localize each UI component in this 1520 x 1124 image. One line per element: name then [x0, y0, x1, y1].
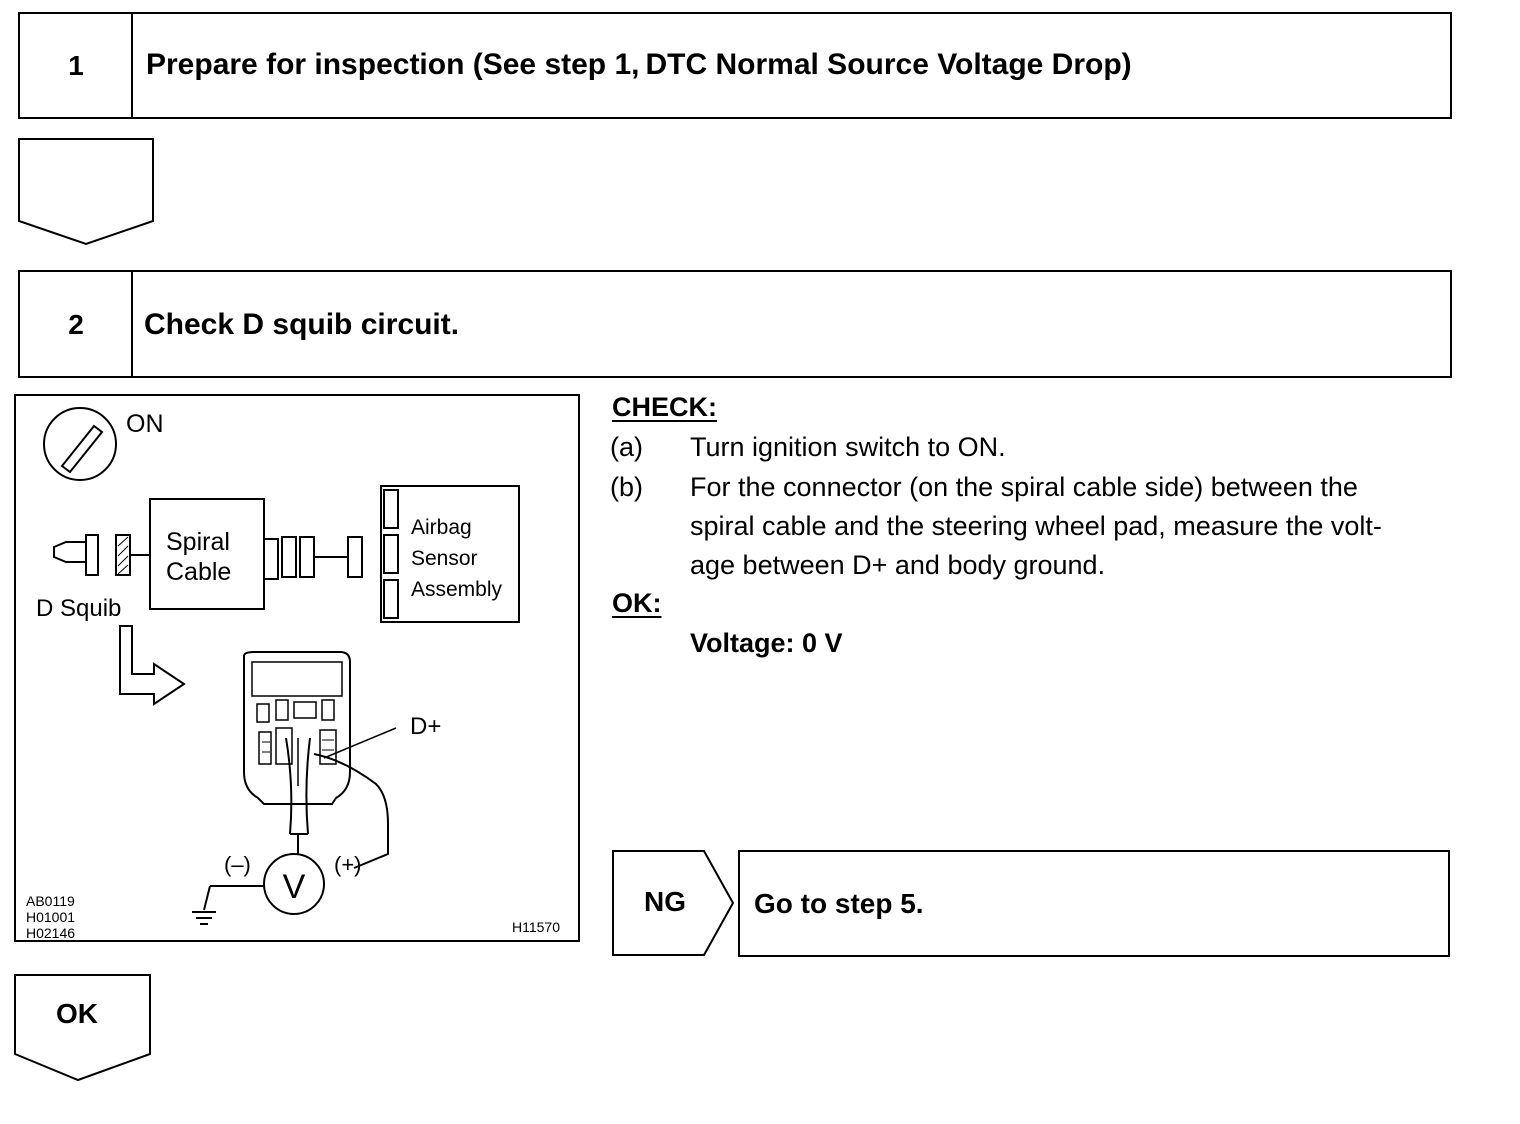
figure-id: H11570: [512, 919, 560, 935]
check-heading: CHECK:: [612, 392, 717, 422]
ok-value: Voltage: 0 V: [690, 628, 843, 658]
check-item-b-line3: age between D+ and body ground.: [690, 550, 1106, 580]
airbag-label-line1: Airbag: [411, 516, 472, 539]
ng-action-text: Go to step 5.: [754, 888, 924, 919]
airbag-sensor-box: [380, 485, 520, 623]
check-item-b-line1: For the connector (on the spiral cable s…: [690, 472, 1358, 502]
ok-arrow-icon: [14, 974, 151, 1082]
ok-heading: OK:: [612, 588, 662, 618]
step-2-number: 2: [68, 309, 84, 340]
step-2-divider: [131, 272, 133, 376]
negative-terminal-label: (–): [224, 852, 251, 877]
check-item-b-line2: spiral cable and the steering wheel pad,…: [690, 511, 1382, 541]
spiral-cable-label-line1: Spiral: [166, 528, 230, 556]
ignition-switch-icon: [43, 407, 117, 481]
ng-label: NG: [644, 886, 686, 917]
down-arrow-icon: [18, 138, 154, 246]
step-1-number: 1: [68, 50, 84, 81]
airbag-label-line3: Assembly: [411, 578, 503, 601]
bent-arrow-icon: [119, 625, 186, 706]
d-plus-label: D+: [410, 713, 441, 740]
code-line-3: H02146: [26, 925, 75, 941]
step-2-box: 2 Check D squib circuit.: [18, 270, 1452, 378]
d-squib-connector-icon: [53, 534, 150, 576]
ignition-on-label: ON: [126, 410, 164, 438]
circuit-diagram: ON D Squib Spiral Cable Airbag Sensor As…: [14, 394, 580, 942]
connector-chain-icon: [263, 536, 363, 580]
check-item-b-marker: (b): [610, 472, 643, 502]
airbag-label-line2: Sensor: [411, 547, 478, 570]
spiral-cable-label-line2: Cable: [166, 558, 231, 586]
check-item-a-text: Turn ignition switch to ON.: [690, 432, 1006, 462]
d-squib-label: D Squib: [36, 595, 121, 622]
spiral-cable-box: [149, 498, 265, 610]
check-item-a-marker: (a): [610, 432, 643, 462]
ok-branch-label: OK: [56, 998, 98, 1029]
step-1-divider: [131, 14, 133, 117]
step-1-title: Prepare for inspection (See step 1, DTC …: [146, 48, 1132, 81]
step-1-box: 1 Prepare for inspection (See step 1, DT…: [18, 12, 1452, 119]
d-plus-leader: [323, 727, 397, 759]
code-line-2: H01001: [26, 909, 75, 925]
positive-terminal-label: (+): [334, 852, 362, 877]
ng-arrow-icon: [612, 850, 735, 956]
ng-action-box: Go to step 5.: [738, 850, 1450, 957]
connector-face-icon: [243, 651, 389, 869]
voltmeter-symbol: V: [283, 868, 306, 906]
step-2-title: Check D squib circuit.: [144, 308, 460, 341]
code-line-1: AB0119: [26, 893, 75, 909]
voltmeter-icon: [192, 834, 325, 925]
